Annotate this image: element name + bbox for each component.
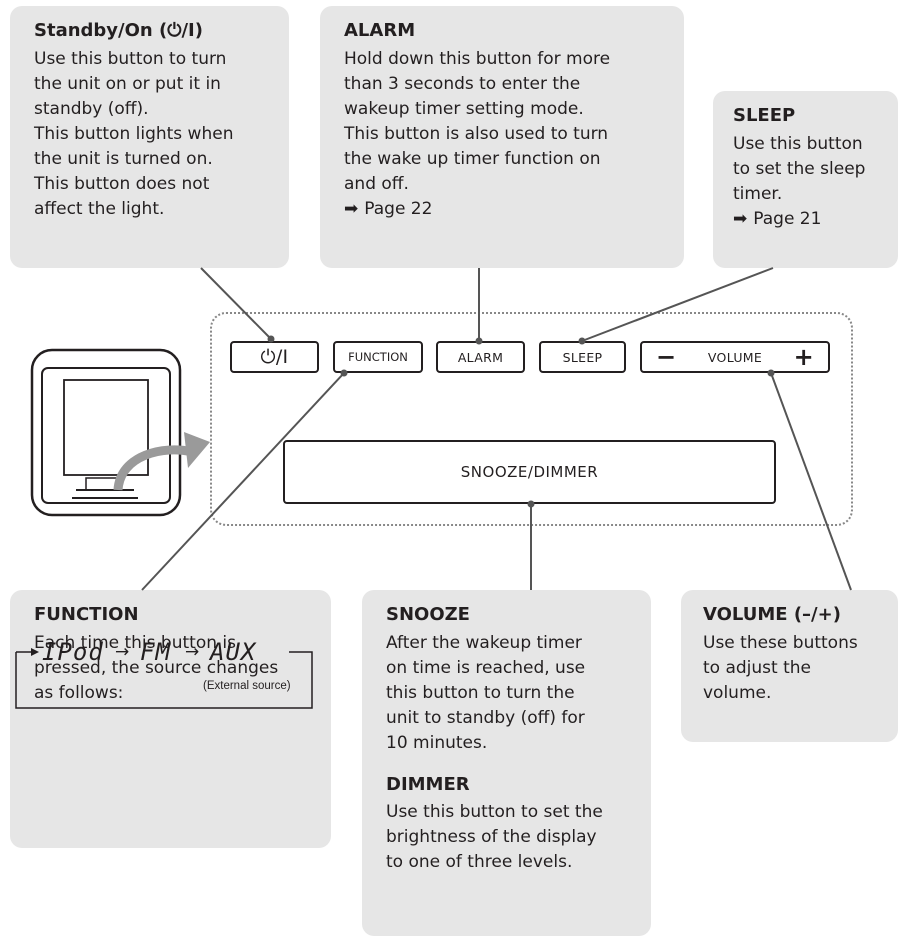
function-button[interactable]: FUNCTION <box>333 341 423 373</box>
alarm-callout: ALARM Hold down this button for more tha… <box>320 6 684 268</box>
dimmer-text: Use this button to set the brightness of… <box>386 802 603 873</box>
snooze-dimmer-button[interactable]: SNOOZE/DIMMER <box>283 440 776 504</box>
standby-text: Use this button to turn the unit on or p… <box>34 48 234 219</box>
arrow-right-icon: ➡ <box>733 208 748 229</box>
volume-button-label: VOLUME <box>707 349 763 365</box>
unit-illustration-icon <box>30 348 210 517</box>
power-button-label: ⏻/I <box>260 346 289 368</box>
snooze-text: After the wakeup timer on time is reache… <box>386 632 586 753</box>
snooze-title: SNOOZE <box>386 604 470 625</box>
volume-plus-icon[interactable]: + <box>793 343 814 371</box>
sleep-text: Use this button to set the sleep timer. <box>733 133 866 204</box>
standby-title: Standby/On (⏻/I) <box>34 20 203 41</box>
power-button[interactable]: ⏻/I <box>230 341 319 373</box>
function-button-label: FUNCTION <box>348 350 408 364</box>
leader-standby <box>200 267 272 340</box>
volume-callout: VOLUME (–/+) Use these buttons to adjust… <box>681 590 898 742</box>
alarm-button-label: ALARM <box>457 349 504 365</box>
standby-callout: Standby/On (⏻/I) Use this button to turn… <box>10 6 289 268</box>
leader-volume <box>770 372 852 591</box>
volume-minus-icon[interactable]: − <box>656 343 677 371</box>
snooze-dimmer-callout: SNOOZE After the wakeup timer on time is… <box>362 590 651 936</box>
arrow-right-icon: ➡ <box>344 198 359 219</box>
function-title: FUNCTION <box>34 604 139 625</box>
alarm-title: ALARM <box>344 20 416 41</box>
snooze-dimmer-label: SNOOZE/DIMMER <box>460 463 599 481</box>
leader-sleep <box>581 267 774 342</box>
alarm-page-ref: ➡Page 22 <box>344 197 660 222</box>
dimmer-title: DIMMER <box>386 773 470 795</box>
sleep-title: SLEEP <box>733 105 796 126</box>
alarm-page-ref-text: Page 22 <box>364 198 433 219</box>
leader-function <box>141 372 345 591</box>
volume-text: Use these buttons to adjust the volume. <box>703 632 858 703</box>
volume-button[interactable]: − VOLUME + <box>640 341 830 373</box>
alarm-text: Hold down this button for more than 3 se… <box>344 48 611 194</box>
sleep-page-ref: ➡Page 21 <box>733 207 888 232</box>
sleep-button-label: SLEEP <box>562 349 603 365</box>
volume-title: VOLUME (–/+) <box>703 604 841 625</box>
sleep-page-ref-text: Page 21 <box>753 208 822 229</box>
sleep-callout: SLEEP Use this button to set the sleep t… <box>713 91 898 268</box>
